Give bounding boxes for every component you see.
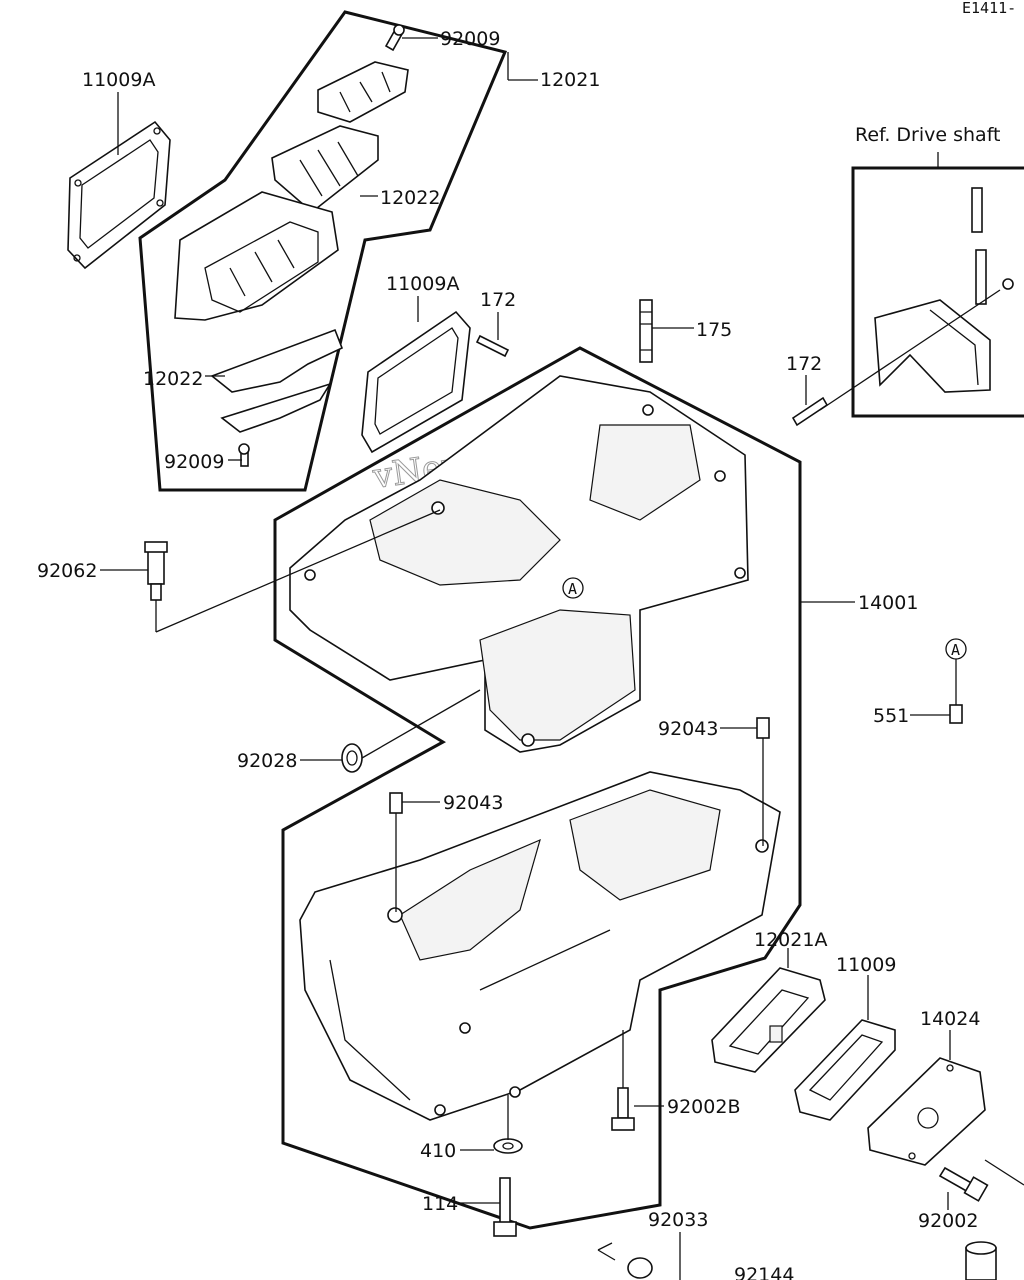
label-92028: 92028 [237, 750, 297, 772]
part-labels: 92009 12021 11009A 12022 11009A 172 175 … [37, 28, 1001, 1280]
marker-a-crankcase: A [562, 577, 584, 599]
reed-valve-group-boundary [138, 10, 508, 492]
label-11009: 11009 [836, 954, 896, 976]
label-175: 175 [696, 319, 732, 341]
label-172-right: 172 [786, 353, 822, 375]
label-11009a-left: 11009A [82, 69, 155, 91]
plug-92033[interactable] [627, 1257, 653, 1279]
bolt-114[interactable] [493, 1177, 517, 1237]
gasket-11009a-left[interactable] [67, 120, 171, 270]
label-12021a: 12021A [754, 929, 827, 951]
svg-text:A: A [951, 641, 960, 659]
diagram-code: E1411- [962, 0, 1016, 17]
label-410: 410 [420, 1140, 456, 1162]
bolt-92002b[interactable] [611, 1087, 635, 1131]
label-12022-upper: 12022 [380, 187, 440, 209]
label-14001: 14001 [858, 592, 918, 614]
stud-172-left[interactable] [475, 334, 510, 358]
leader-lines [100, 37, 1024, 1280]
marker-a-551: A [945, 638, 967, 705]
screw-92009-top[interactable] [384, 24, 405, 52]
reed-stop-12021[interactable] [317, 61, 409, 123]
bolt-92062[interactable] [144, 541, 168, 601]
label-92062: 92062 [37, 560, 97, 582]
ref-drive-shaft-box [851, 166, 1024, 418]
cap-92144[interactable] [965, 1241, 997, 1280]
bushing-92028[interactable] [341, 743, 363, 773]
stud-175[interactable] [639, 299, 653, 363]
label-92009-top: 92009 [440, 28, 500, 50]
dowel-92043-left[interactable] [389, 792, 403, 814]
stud-172-right[interactable] [791, 396, 829, 427]
pin-551[interactable] [949, 704, 963, 724]
label-114: 114 [422, 1193, 458, 1215]
label-92144: 92144 [734, 1264, 794, 1280]
label-14024: 14024 [920, 1008, 980, 1030]
label-12021: 12021 [540, 69, 600, 91]
label-551: 551 [873, 705, 909, 727]
reed-petal-12022-lower[interactable] [210, 328, 344, 433]
washer-410[interactable] [493, 1138, 523, 1154]
reed-cage-12021a[interactable] [711, 967, 826, 1073]
gasket-11009a-mid[interactable] [361, 310, 471, 454]
cover-14024[interactable] [867, 1057, 986, 1166]
label-92002: 92002 [918, 1210, 978, 1232]
label-92009-bottom: 92009 [164, 451, 224, 473]
label-92043-right: 92043 [658, 718, 718, 740]
bolt-92002[interactable] [938, 1166, 989, 1202]
label-92033: 92033 [648, 1209, 708, 1231]
label-ref-drive-shaft: Ref. Drive shaft [855, 124, 1001, 146]
label-11009a-mid: 11009A [386, 273, 459, 295]
gasket-11009[interactable] [794, 1019, 896, 1121]
crankcase-upper-boundary [273, 346, 802, 1230]
crankcase-upper-14001[interactable] [289, 375, 749, 753]
label-92043-left: 92043 [443, 792, 503, 814]
label-12022-lower: 12022 [143, 368, 203, 390]
label-172-left: 172 [480, 289, 516, 311]
svg-text:A: A [568, 580, 577, 598]
crankcase-lower[interactable] [299, 771, 781, 1121]
screw-92009-bottom[interactable] [238, 443, 250, 467]
reed-petal-12022-upper[interactable] [271, 125, 379, 214]
dowel-92043-right[interactable] [756, 717, 770, 739]
label-92002b: 92002B [667, 1096, 740, 1118]
reed-cage[interactable] [174, 191, 339, 321]
